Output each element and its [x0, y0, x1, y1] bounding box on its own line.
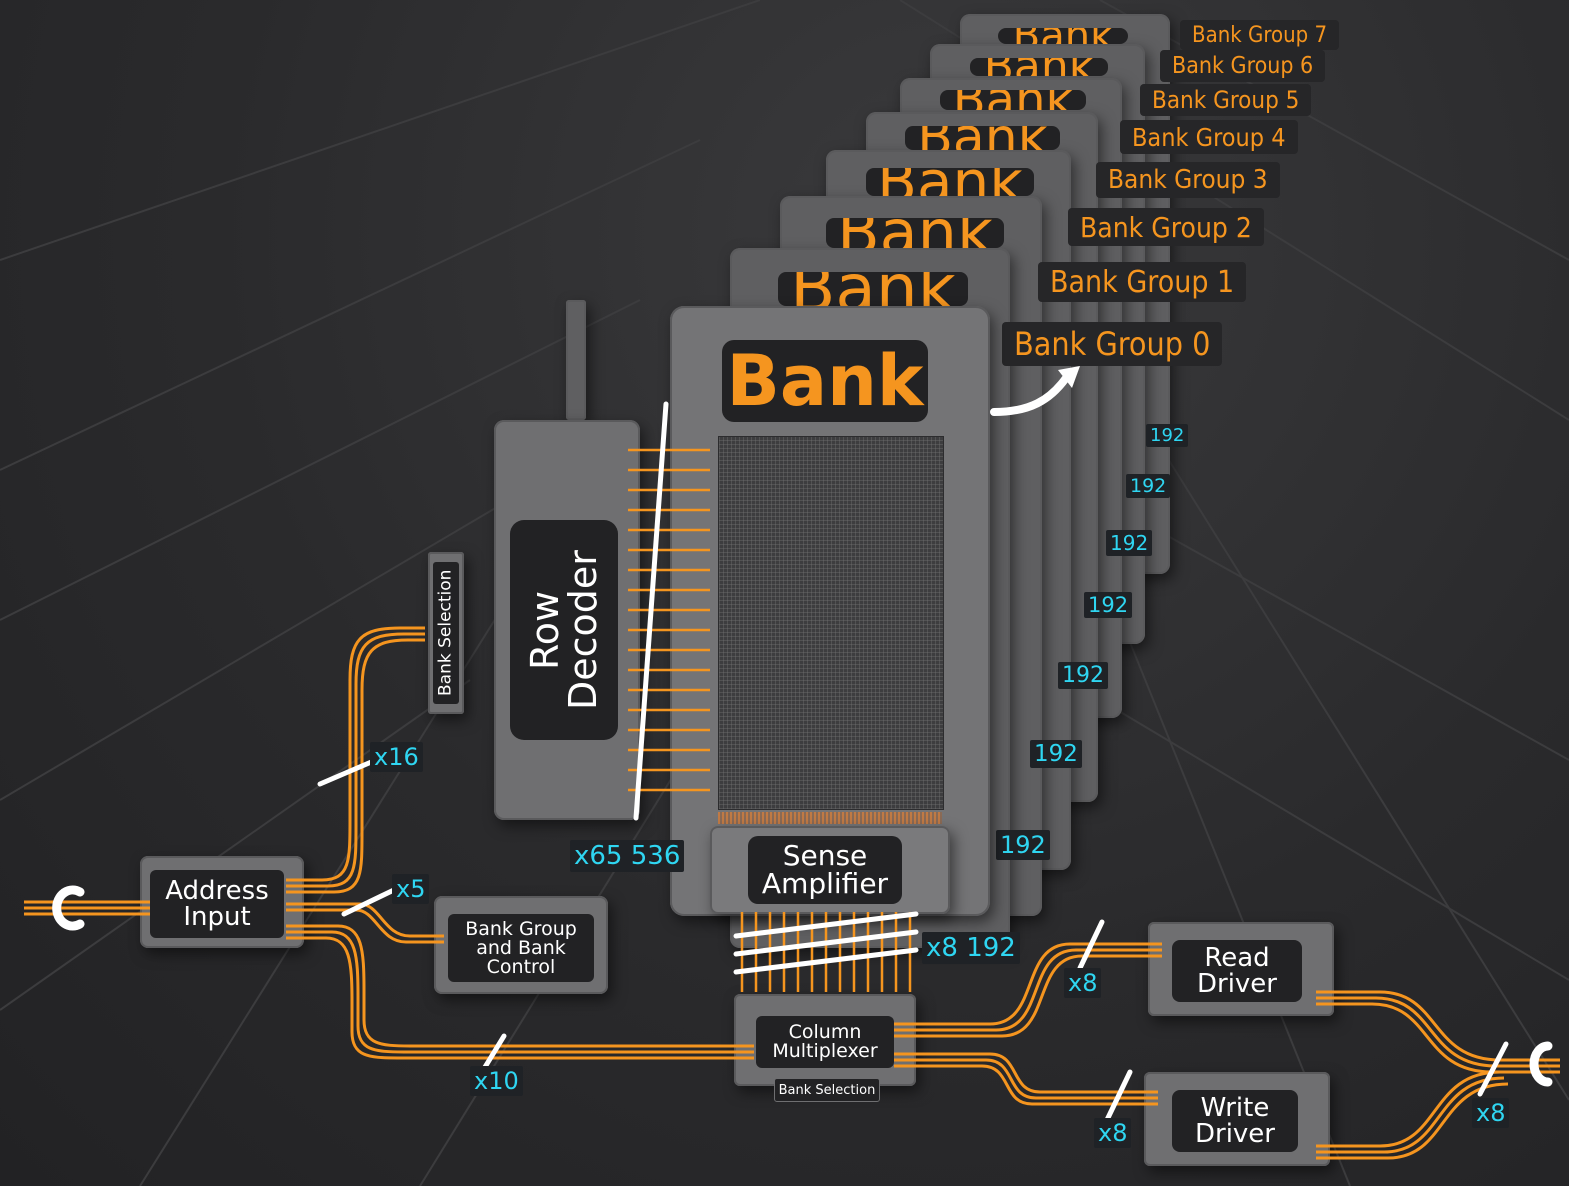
back-bank-title-7: Bank	[998, 28, 1128, 44]
bank-group-0-tag: Bank Group 0	[1002, 322, 1223, 366]
column-multiplexer-label: Column Multiplexer	[756, 1016, 894, 1068]
width-read: x8	[1064, 968, 1102, 998]
stack-width-2: 192	[1058, 662, 1108, 689]
bank-group-6-tag: Bank Group 6	[1160, 50, 1326, 82]
bank-group-control-label: Bank Group and Bank Control	[448, 914, 594, 982]
write-driver-label: Write Driver	[1172, 1090, 1298, 1152]
bank-group-1-tag: Bank Group 1	[1038, 262, 1247, 302]
bank-group-7-tag: Bank Group 7	[1180, 20, 1340, 50]
write-driver-text: Write Driver	[1194, 1093, 1275, 1149]
back-bank-title-6: Bank	[970, 58, 1108, 76]
bank-group-4-tag: Bank Group 4	[1120, 120, 1298, 154]
sense-strip	[718, 812, 942, 824]
write-driver-panel: Write Driver	[1144, 1072, 1330, 1166]
bank-group-control-text: Bank Group and Bank Control	[465, 917, 577, 978]
stack-width-0: 192	[996, 830, 1050, 860]
back-bank-title-2: Bank	[826, 218, 1004, 248]
bank-group-3-tag: Bank Group 3	[1096, 162, 1280, 198]
column-bank-selection-label: Bank Selection	[774, 1078, 880, 1102]
row-decoder-back-panel	[566, 300, 586, 420]
stack-width-5: 192	[1126, 474, 1171, 498]
stack-width-4: 192	[1106, 530, 1153, 556]
bank-selection-panel: Bank Selection	[428, 552, 464, 714]
memory-cell-array	[718, 436, 944, 810]
sense-amplifier-label: Sense Amplifier	[748, 836, 902, 904]
stack-width-6: 192	[1146, 424, 1189, 447]
bank-group-2-tag: Bank Group 2	[1068, 208, 1264, 246]
address-input-text: Address Input	[165, 876, 269, 932]
width-out: x8	[1472, 1098, 1510, 1128]
width-x16: x16	[370, 742, 423, 772]
width-x10: x10	[470, 1066, 523, 1096]
sense-amplifier-text: Sense Amplifier	[761, 839, 889, 900]
width-cols: x8 192	[922, 932, 1020, 964]
row-decoder-panel: Row Decoder	[494, 420, 640, 820]
bank-group-5-tag: Bank Group 5	[1140, 84, 1312, 116]
column-multiplexer-panel: Column Multiplexer	[734, 994, 916, 1086]
bank-selection-label: Bank Selection	[433, 562, 459, 704]
width-write: x8	[1094, 1118, 1132, 1148]
bank-title: Bank	[722, 340, 928, 422]
read-driver-text: Read Driver	[1196, 943, 1277, 999]
back-bank-title-5: Bank	[940, 90, 1086, 110]
row-decoder-label: Row Decoder	[510, 520, 618, 740]
read-driver-panel: Read Driver	[1148, 922, 1334, 1016]
column-multiplexer-text: Column Multiplexer	[772, 1021, 878, 1062]
back-bank-title-4: Bank	[905, 126, 1060, 150]
stack-width-3: 192	[1084, 592, 1133, 618]
address-input-panel: Address Input	[140, 856, 304, 948]
width-rows: x65 536	[570, 840, 685, 872]
sense-amplifier-panel: Sense Amplifier	[710, 826, 950, 914]
address-input-label: Address Input	[150, 870, 284, 938]
width-x5: x5	[392, 874, 430, 904]
row-decoder-text: Row Decoder	[523, 550, 605, 710]
stack-width-1: 192	[1030, 740, 1082, 768]
back-bank-title-1: Bank	[778, 272, 968, 306]
bank-group-control-panel: Bank Group and Bank Control	[434, 896, 608, 994]
read-driver-label: Read Driver	[1172, 940, 1302, 1002]
back-bank-title-3: Bank	[866, 168, 1034, 196]
